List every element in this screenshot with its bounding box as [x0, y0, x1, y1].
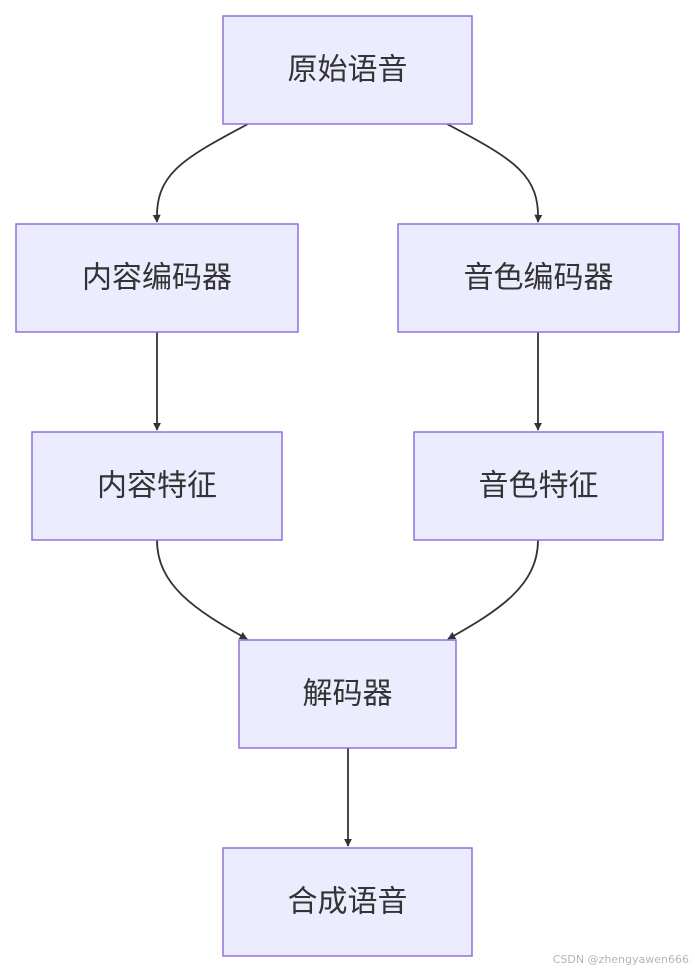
node-timbre-encoder[interactable]: 音色编码器 [397, 223, 680, 333]
node-decoder[interactable]: 解码器 [238, 639, 457, 749]
node-decoder-label: 解码器 [303, 677, 393, 712]
edge-timbre-features-to-decoder [447, 539, 539, 640]
watermark: CSDN @zhengyawen666 [552, 953, 689, 966]
node-timbre-features[interactable]: 音色特征 [413, 431, 664, 541]
node-synthesized-speech-label: 合成语音 [288, 885, 408, 920]
edge-source-to-timbre-encoder [446, 123, 543, 223]
node-source-speech[interactable]: 原始语音 [222, 15, 473, 125]
node-content-features-label: 内容特征 [97, 469, 217, 504]
node-synthesized-speech[interactable]: 合成语音 [222, 847, 473, 957]
node-content-encoder[interactable]: 内容编码器 [15, 223, 299, 333]
node-timbre-features-label: 音色特征 [479, 469, 599, 504]
edge-content-features-to-decoder [156, 539, 248, 640]
node-content-features[interactable]: 内容特征 [31, 431, 283, 541]
edge-source-to-content-encoder [152, 123, 249, 223]
node-timbre-encoder-label: 音色编码器 [464, 261, 614, 296]
node-source-speech-label: 原始语音 [288, 53, 408, 88]
node-content-encoder-label: 内容编码器 [82, 261, 232, 296]
